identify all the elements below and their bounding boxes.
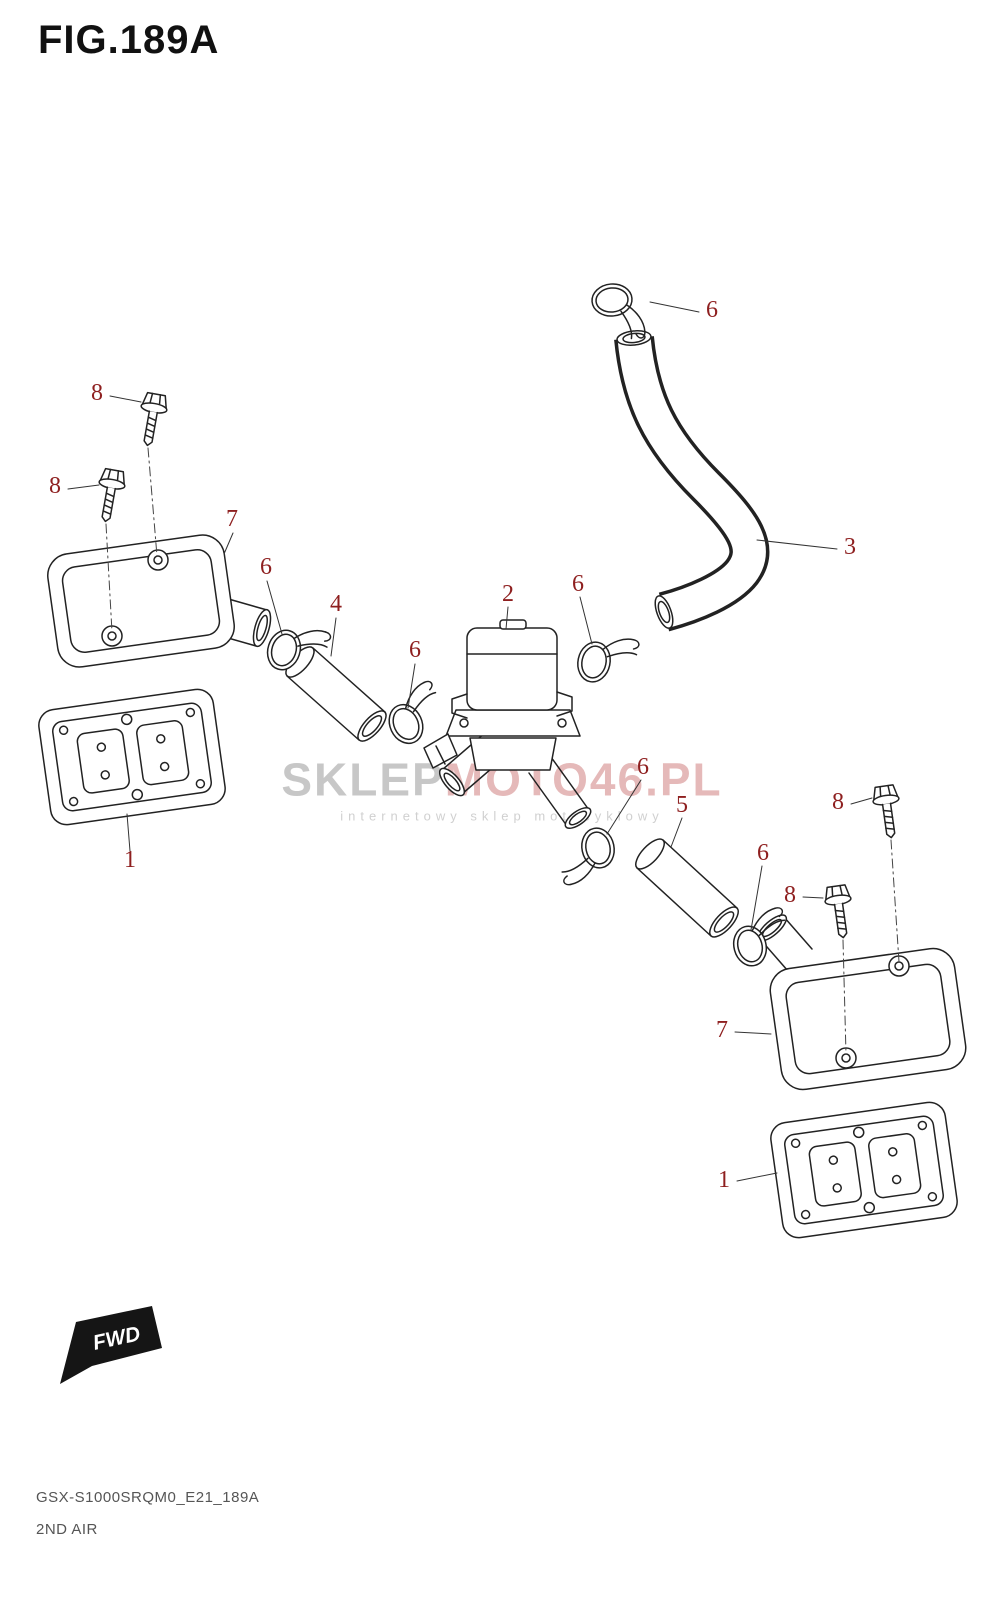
callout-label: 1 [718, 1167, 730, 1193]
callout-label: 3 [844, 534, 856, 560]
callout-label: 7 [716, 1017, 728, 1043]
callout-label: 4 [330, 591, 342, 617]
callout-label: 8 [91, 380, 103, 406]
hose-short-upper [285, 646, 387, 742]
fwd-marker: FWD [60, 1306, 162, 1384]
leader-lines [67, 301, 873, 1182]
flange-bolt [133, 391, 170, 449]
solenoid-air-valve [423, 619, 592, 830]
flange-bolt [822, 883, 857, 941]
callout-label: 8 [784, 882, 796, 908]
figure-name: 2ND AIR [36, 1521, 98, 1538]
hose-clamp [573, 628, 641, 691]
callout-label: 2 [502, 581, 514, 607]
fwd-flag-icon [60, 1306, 162, 1384]
flange-bolt [91, 467, 128, 525]
callout-label: 8 [832, 789, 844, 815]
callout-label: 6 [757, 840, 769, 866]
callout-label: 5 [676, 792, 688, 818]
callout-label: 1 [124, 847, 136, 873]
valve-cover-lower [756, 914, 967, 1091]
cover-spout [213, 597, 272, 648]
callout-label: 6 [637, 754, 649, 780]
callout-label: 8 [49, 473, 61, 499]
hose-short-lower [635, 838, 739, 938]
reed-valve-plate-right [768, 1099, 960, 1241]
callout-label: 6 [409, 637, 421, 663]
hose-clamp [553, 824, 621, 887]
flange-bolt [870, 783, 905, 841]
model-code: GSX-S1000SRQM0_E21_189A [36, 1489, 260, 1506]
air-hose-long [614, 330, 770, 632]
callout-numbers: 8 8 7 6 4 6 2 6 6 3 6 5 6 8 8 1 7 1 [49, 297, 856, 1193]
callout-label: 6 [572, 571, 584, 597]
valve-cover-upper [47, 534, 272, 668]
callout-label: 6 [260, 554, 272, 580]
callout-label: 6 [706, 297, 718, 323]
assembly-axis-lines [105, 447, 900, 1055]
figure-title: FIG.189A [38, 18, 220, 62]
callout-label: 7 [226, 506, 238, 532]
reed-valve-plate-left [36, 686, 228, 828]
